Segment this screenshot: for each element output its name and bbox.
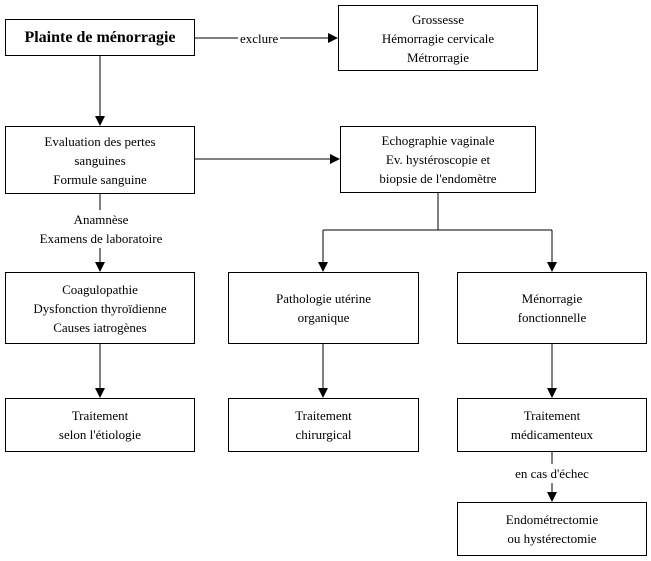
imaging-box: Echographie vaginale Ev. hystéroscopie e… <box>340 126 536 193</box>
functional-menorrhagia-box: Ménorragie fonctionnelle <box>457 272 647 344</box>
exclude-label: exclure <box>238 29 281 48</box>
imaging-line-1: Echographie vaginale <box>381 133 495 148</box>
treat-surgical-line-1: Traitement <box>295 408 352 423</box>
treatment-etiology-box: Traitement selon l'étiologie <box>5 398 195 452</box>
excluded-box: Grossesse Hémorragie cervicale Métrorrag… <box>338 5 538 71</box>
functional-line-2: fonctionnelle <box>517 310 587 325</box>
organic-line-1: Pathologie utérine <box>276 291 371 306</box>
treat-etiology-line-1: Traitement <box>71 408 129 423</box>
evaluation-box: Evaluation des pertes sanguines Formule … <box>5 126 195 194</box>
treat-surgical-line-2: chirurgical <box>295 427 352 442</box>
functional-line-1: Ménorragie <box>521 291 583 306</box>
excluded-line-3: Métrorragie <box>406 49 470 65</box>
treatment-surgical-box: Traitement chirurgical <box>228 398 419 452</box>
treat-medical-line-1: Traitement <box>523 408 581 423</box>
treat-medical-line-2: médicamenteux <box>510 427 594 442</box>
systemic-causes-box: Coagulopathie Dysfonction thyroïdienne C… <box>5 272 195 344</box>
imaging-line-2: Ev. hystéroscopie et <box>385 152 491 167</box>
organic-pathology-box: Pathologie utérine organique <box>228 272 419 344</box>
evaluation-line-1: Evaluation des pertes <box>44 133 156 149</box>
surgery-box: Endométrectomie ou hystérectomie <box>457 502 647 556</box>
systemic-line-1: Coagulopathie <box>62 281 138 297</box>
history-label: Anamnèse Examens de laboratoire <box>18 210 184 248</box>
surgery-line-1: Endométrectomie <box>505 512 599 527</box>
on-failure-label: en cas d'échec <box>502 464 602 483</box>
treat-etiology-line-2: selon l'étiologie <box>58 427 142 442</box>
treatment-medical-box: Traitement médicamenteux <box>457 398 647 452</box>
complaint-box: Plainte de ménorragie <box>5 19 195 56</box>
excluded-line-2: Hémorragie cervicale <box>381 30 495 46</box>
history-label-line-2: Examens de laboratoire <box>39 231 163 246</box>
evaluation-line-2: sanguines <box>74 152 126 168</box>
evaluation-line-3: Formule sanguine <box>53 171 147 187</box>
systemic-line-2: Dysfonction thyroïdienne <box>33 300 167 316</box>
imaging-line-3: biopsie de l'endomètre <box>379 171 497 186</box>
organic-line-2: organique <box>297 310 350 325</box>
excluded-line-1: Grossesse <box>412 11 464 27</box>
surgery-line-2: ou hystérectomie <box>507 531 597 546</box>
complaint-line-1: Plainte de ménorragie <box>24 29 176 46</box>
history-label-line-1: Anamnèse <box>73 212 129 227</box>
systemic-line-3: Causes iatrogènes <box>53 319 147 335</box>
